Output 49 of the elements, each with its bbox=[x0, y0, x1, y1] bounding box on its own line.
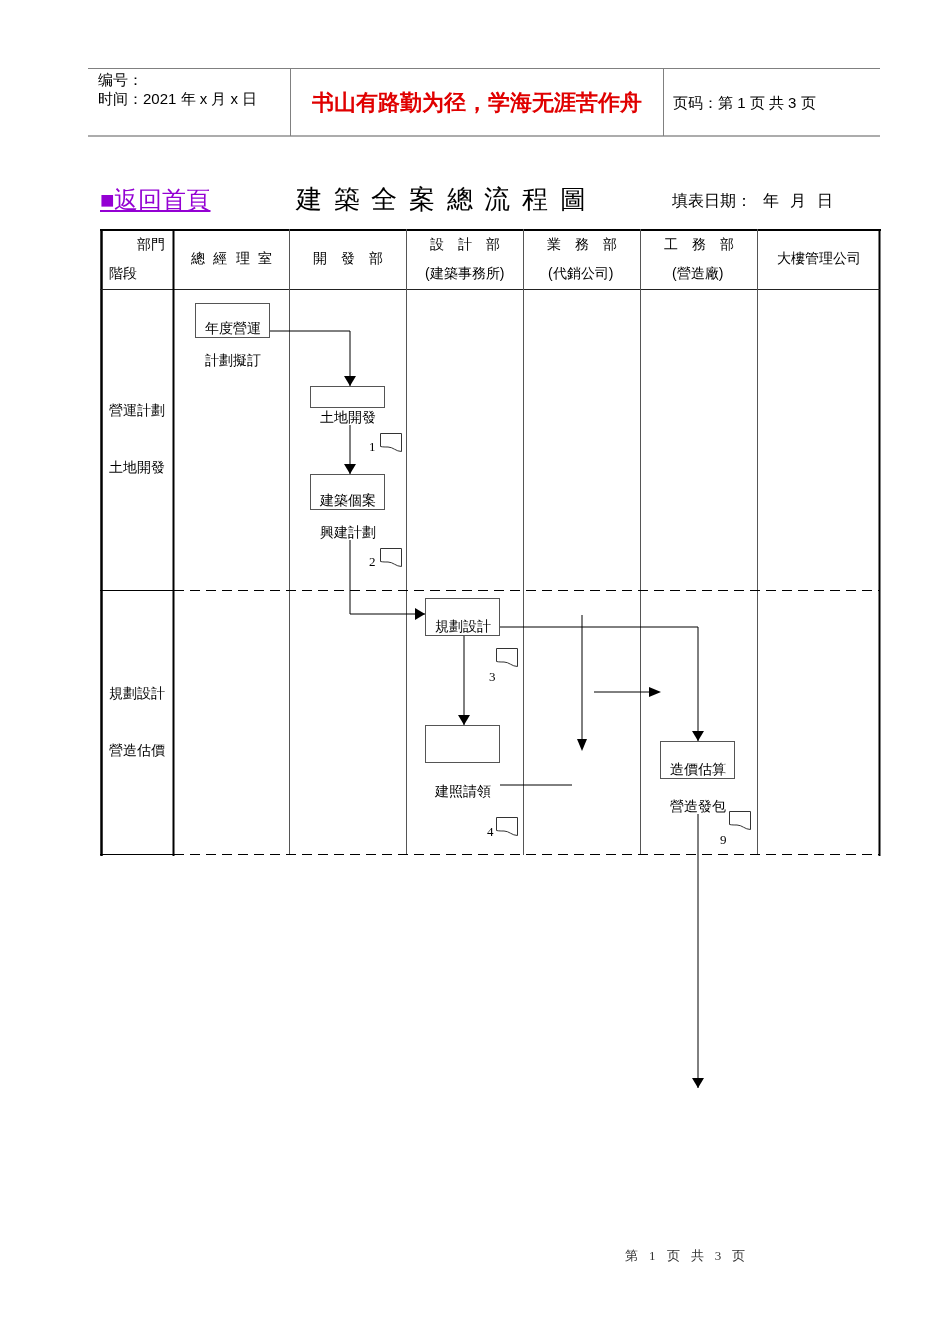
document-symbol bbox=[496, 817, 518, 836]
column-header: 設計部 bbox=[430, 236, 514, 252]
page-footer: 第 1 页 共 3 页 bbox=[625, 1248, 750, 1264]
fill-date-label: 填表日期： 年 月 日 bbox=[672, 191, 833, 211]
step-label: 規劃設計 bbox=[434, 618, 491, 634]
column-header: 工務部 bbox=[664, 236, 748, 252]
arrow bbox=[458, 635, 470, 726]
column-header: 總經理室 bbox=[191, 250, 281, 266]
step-label: 建築個案 bbox=[319, 492, 376, 508]
step-label: 計劃擬訂 bbox=[204, 352, 261, 368]
stage-label: 規劃設計 bbox=[109, 685, 165, 701]
step-label: 營造發包 bbox=[669, 798, 726, 814]
column-header: 部門 bbox=[137, 236, 165, 252]
page-number: 页码：第 1 页 共 3 页 bbox=[673, 94, 816, 112]
callout-number: 1 bbox=[369, 439, 376, 455]
column-header: (營造廠) bbox=[672, 265, 724, 281]
step-label: 興建計劃 bbox=[319, 524, 376, 540]
arrow bbox=[692, 813, 704, 1089]
column-header: 業務部 bbox=[547, 236, 631, 252]
column-header: (建築事務所) bbox=[425, 265, 505, 281]
step-label: 造價估算 bbox=[669, 761, 726, 777]
row-header: 階段 bbox=[109, 265, 137, 281]
motto-text: 书山有路勤为径，学海无涯苦作舟 bbox=[310, 90, 643, 116]
callout-number: 3 bbox=[489, 669, 496, 685]
arrow bbox=[269, 330, 356, 387]
stage-label: 土地開發 bbox=[109, 459, 165, 475]
document-symbol bbox=[380, 433, 402, 452]
arrow bbox=[344, 424, 356, 475]
stage-label: 營運計劃 bbox=[109, 402, 165, 418]
document-symbol bbox=[380, 548, 402, 567]
callout-number: 9 bbox=[720, 832, 727, 848]
step-label: 建照請領 bbox=[434, 783, 491, 799]
diagram-title: 建築全案總流程圖 bbox=[296, 183, 598, 215]
connector-line bbox=[499, 784, 573, 786]
callout-number: 4 bbox=[487, 824, 494, 840]
arrow bbox=[499, 626, 704, 742]
field-label: 编号： bbox=[98, 71, 143, 89]
arrow bbox=[349, 539, 426, 620]
step-label: 土地開發 bbox=[319, 409, 376, 425]
date-text: 时间：2021 年 x 月 x 日 bbox=[98, 90, 258, 108]
home-link: ■返回首頁 bbox=[100, 186, 211, 214]
document-symbol bbox=[729, 811, 751, 830]
column-header: (代銷公司) bbox=[548, 265, 614, 281]
column-header: 大樓管理公司 bbox=[777, 250, 861, 266]
stage-label: 營造估價 bbox=[109, 742, 165, 758]
callout-number: 2 bbox=[369, 554, 376, 570]
document-symbol bbox=[496, 648, 518, 667]
column-header: 開發部 bbox=[313, 250, 397, 266]
step-label: 年度營運 bbox=[204, 320, 261, 336]
